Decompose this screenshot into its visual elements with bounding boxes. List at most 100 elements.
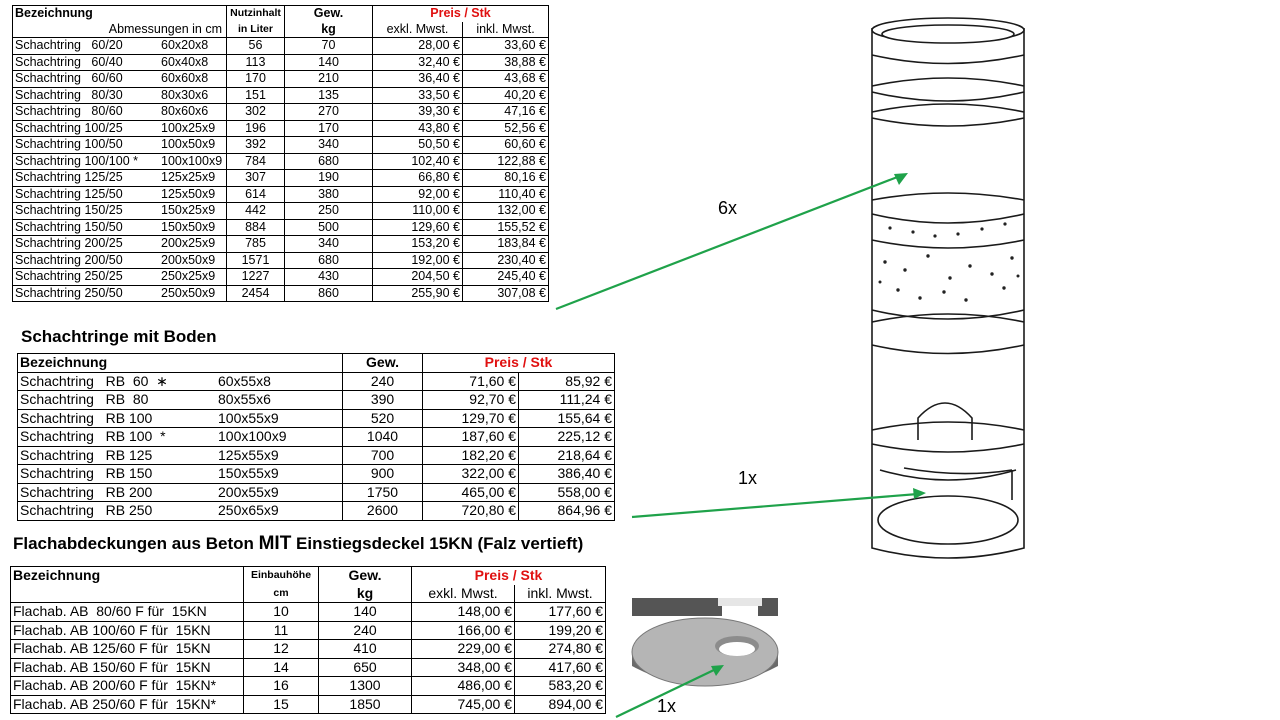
- col-header-inkl: inkl. Mwst.: [514, 584, 606, 603]
- product-dimensions: 250x50x9: [161, 285, 216, 300]
- volume-cell: 170: [226, 70, 285, 88]
- price-inkl-cell: 199,20 €: [514, 620, 606, 640]
- price-inkl-cell: 155,52 €: [462, 218, 549, 236]
- shaft-ring-stack-illustration: [871, 17, 1025, 559]
- price-inkl-cell: 894,00 €: [514, 694, 606, 714]
- product-name: Schachtring 150/50: [15, 219, 123, 234]
- col-header-nutzinhalt: Nutzinhalt: [226, 5, 285, 22]
- flachabdeckung-price-table: Bezeichnung Einbauhöhe Gew. Preis / Stk …: [10, 566, 606, 714]
- product-dimensions: 60x60x8: [161, 71, 209, 85]
- title-part: Einstiegsdeckel 15KN (Falz vertieft): [291, 534, 584, 553]
- product-name: Schachtring 60/40: [15, 54, 123, 69]
- product-name: Schachtring RB 150: [20, 465, 153, 481]
- price-inkl-cell: 38,88 €: [462, 53, 549, 71]
- concrete-speckles-decoration: [878, 222, 1020, 302]
- weight-cell: 2600: [342, 501, 423, 521]
- weight-cell: 140: [318, 602, 412, 622]
- price-inkl-cell: 386,40 €: [518, 464, 615, 484]
- price-inkl-cell: 110,40 €: [462, 185, 549, 203]
- quantity-label-6x: 6x: [718, 198, 738, 218]
- price-inkl-cell: 274,80 €: [514, 639, 606, 659]
- product-name: Schachtring RB 60 ∗: [20, 372, 168, 389]
- product-dimensions: 150x50x9: [161, 219, 216, 234]
- col-header-bezeichnung: Bezeichnung: [12, 5, 227, 22]
- height-cell: 15: [243, 694, 319, 714]
- col-header-gew: Gew.: [318, 566, 412, 585]
- table-header-row: Bezeichnung Nutzinhalt Gew. Preis / Stk: [12, 5, 549, 22]
- price-exkl-cell: 187,60 €: [422, 427, 519, 447]
- table-subheader-row: Abmessungen in cm in Liter kg exkl. Mwst…: [12, 21, 549, 38]
- col-header-exkl: exkl. Mwst.: [411, 584, 515, 603]
- product-name: Schachtring RB 100: [20, 409, 153, 426]
- product-dimensions: 125x55x9: [218, 446, 279, 463]
- product-name: Schachtring RB 100 *: [20, 428, 166, 444]
- col-header-bezeichnung: Bezeichnung: [17, 353, 343, 373]
- price-exkl-cell: 182,20 €: [422, 445, 519, 465]
- product-name: Schachtring 100/25: [15, 120, 123, 135]
- product-dimensions: 100x25x9: [161, 120, 216, 135]
- product-name: Schachtring 100/100 *: [15, 153, 139, 168]
- product-dimensions: 80x60x6: [161, 104, 209, 118]
- price-exkl-cell: 348,00 €: [411, 657, 515, 677]
- weight-cell: 1850: [318, 694, 412, 714]
- title-part: Flachabdeckungen aus Beton: [13, 534, 259, 553]
- product-name: Schachtring RB 250: [20, 502, 153, 518]
- product-name-cell: Flachab. AB 200/60 F für 15KN*: [10, 676, 244, 696]
- section-title-schachtringe-mit-boden: Schachtringe mit Boden: [21, 327, 217, 346]
- price-exkl-cell: 153,20 €: [372, 235, 463, 253]
- product-name: Schachtring 125/50: [15, 186, 123, 201]
- price-exkl-cell: 129,60 €: [372, 218, 463, 236]
- price-exkl-cell: 28,00 €: [372, 37, 463, 55]
- product-dimensions: 100x55x9: [218, 409, 279, 426]
- pointer-arrows: [555, 173, 926, 718]
- price-exkl-cell: 36,40 €: [372, 70, 463, 88]
- col-header-gew: Gew.: [284, 5, 373, 22]
- product-dimensions: 100x100x9: [161, 153, 223, 168]
- product-name: Schachtring 200/25: [15, 236, 123, 250]
- price-inkl-cell: 122,88 €: [462, 152, 549, 170]
- table-header-row: Bezeichnung Einbauhöhe Gew. Preis / Stk: [10, 566, 606, 585]
- product-dimensions: 80x30x6: [161, 87, 209, 102]
- product-name: Schachtring 80/30: [15, 87, 123, 102]
- product-name: Schachtring 100/50: [15, 137, 123, 151]
- product-dimensions: 80x55x6: [218, 391, 271, 407]
- col-header-cm: cm: [243, 584, 319, 603]
- height-cell: 14: [243, 657, 319, 677]
- product-name-cell: Schachtring 100/100 * 100x100x9: [12, 152, 227, 170]
- section-title-flachabdeckungen: Flachabdeckungen aus Beton MIT Einstiegs…: [13, 533, 583, 555]
- product-dimensions: 150x25x9: [161, 203, 216, 217]
- product-name: Schachtring 125/25: [15, 170, 123, 184]
- volume-cell: 307: [226, 169, 285, 187]
- height-cell: 16: [243, 676, 319, 696]
- product-dimensions: 250x25x9: [161, 269, 216, 283]
- product-name: Schachtring RB 80: [20, 391, 149, 407]
- table-subheader-row: cm kg exkl. Mwst. inkl. Mwst.: [10, 584, 606, 603]
- weight-cell: 340: [284, 136, 373, 154]
- height-cell: 10: [243, 602, 319, 622]
- schachtring-mit-boden-price-table: Bezeichnung Gew. Preis / Stk Schachtring…: [17, 353, 615, 521]
- weight-cell: 410: [318, 639, 412, 659]
- volume-cell: 784: [226, 152, 285, 170]
- price-inkl-cell: 85,92 €: [518, 371, 615, 391]
- weight-cell: 190: [284, 169, 373, 187]
